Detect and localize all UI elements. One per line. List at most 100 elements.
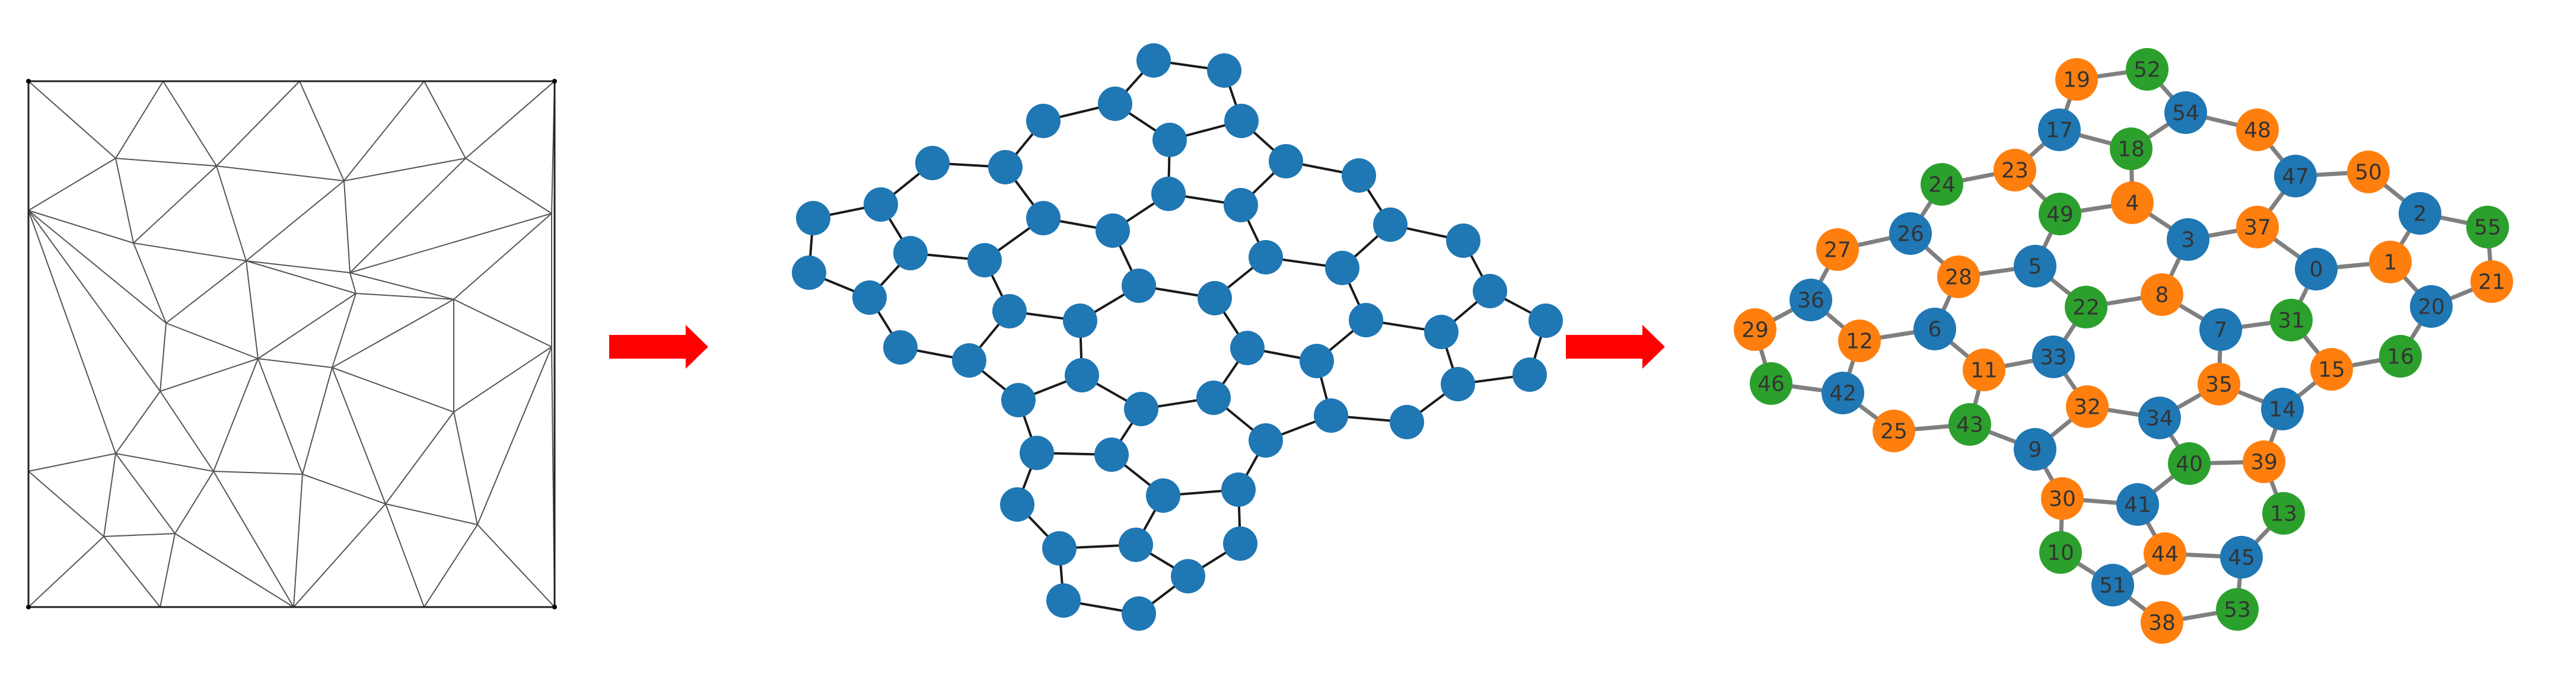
mesh-edge xyxy=(453,411,478,525)
mesh-edge xyxy=(302,474,386,504)
mesh-edge xyxy=(28,210,134,244)
node-circle xyxy=(1789,279,1832,321)
node-label: 5 xyxy=(2029,255,2042,279)
node-label: 46 xyxy=(1757,372,1785,397)
node-label: 20 xyxy=(2418,295,2445,320)
dual-graph-node xyxy=(1349,303,1383,337)
dual-graph-node xyxy=(1513,357,1547,392)
dual-graph-node xyxy=(1529,304,1563,338)
node-circle xyxy=(2141,601,2183,644)
node-circle xyxy=(1889,212,1932,255)
node-circle xyxy=(2470,260,2513,303)
graph-node-16: 16 xyxy=(2379,335,2422,378)
node-circle xyxy=(2243,440,2285,483)
right-arrow-icon xyxy=(1566,325,1665,369)
node-label: 34 xyxy=(2146,407,2173,431)
node-label: 33 xyxy=(2040,346,2067,370)
dual-graph-node xyxy=(1230,331,1265,365)
node-circle xyxy=(1913,308,1956,350)
dual-graph-node xyxy=(1146,478,1180,513)
graph-node-15: 15 xyxy=(2310,348,2353,391)
graph-node-45: 45 xyxy=(2220,536,2263,579)
mesh-edge xyxy=(216,81,300,167)
dual-graph-node xyxy=(1065,358,1099,392)
node-label: 35 xyxy=(2205,373,2233,397)
node-label: 40 xyxy=(2176,452,2203,477)
mesh-edge xyxy=(257,293,356,359)
graph-node-20: 20 xyxy=(2410,285,2453,328)
mesh-edge xyxy=(133,242,167,324)
node-label: 31 xyxy=(2278,309,2305,333)
dual-graph-node xyxy=(1424,315,1459,349)
node-circle xyxy=(2066,385,2109,428)
node-label: 24 xyxy=(1928,173,1956,197)
dual-graph-node xyxy=(1314,398,1348,433)
node-circle xyxy=(2216,588,2259,631)
graph-node-42: 42 xyxy=(1822,372,1864,414)
dual-graph-node xyxy=(1026,104,1061,138)
mesh-edge xyxy=(349,213,552,273)
dual-graph-node xyxy=(1269,144,1303,178)
graph-node-34: 34 xyxy=(2138,397,2181,439)
dual-graph-node xyxy=(1000,487,1034,522)
node-circle xyxy=(2055,58,2098,101)
graph-node-0: 0 xyxy=(2295,248,2338,290)
node-label: 49 xyxy=(2046,203,2074,227)
mesh-edge xyxy=(349,272,454,300)
mesh-corner-vertex xyxy=(26,79,31,84)
dual-graph-node xyxy=(992,294,1027,328)
node-circle xyxy=(2198,363,2240,405)
dual-graph-node xyxy=(1046,583,1081,618)
dual-graph-node xyxy=(1119,528,1153,562)
node-circle xyxy=(2168,442,2211,485)
dual-graph-node xyxy=(1390,405,1424,439)
node-circle xyxy=(1921,163,1963,206)
mesh-edge xyxy=(160,358,259,392)
node-label: 15 xyxy=(2318,358,2345,382)
dual-graph-node xyxy=(1249,240,1283,274)
node-circle xyxy=(1822,372,1864,414)
mesh-edge xyxy=(165,260,247,324)
mesh-edge xyxy=(343,81,425,181)
graph-node-13: 13 xyxy=(2262,492,2305,535)
node-label: 41 xyxy=(2124,493,2151,518)
mesh-edge xyxy=(103,453,116,537)
graph-node-32: 32 xyxy=(2066,385,2109,428)
node-label: 18 xyxy=(2118,138,2145,162)
mesh-edge xyxy=(28,536,104,608)
dual-graph-node xyxy=(1196,381,1231,415)
mesh-edge xyxy=(302,367,333,475)
dual-graph-node xyxy=(1221,472,1256,507)
node-label: 19 xyxy=(2063,68,2090,92)
graph-node-1: 1 xyxy=(2369,241,2412,283)
dual-graph-node xyxy=(1151,177,1186,211)
mesh-edge xyxy=(213,471,294,608)
dual-graph-node xyxy=(1224,104,1259,138)
graph-node-46: 46 xyxy=(1750,362,1792,405)
graph-node-4: 4 xyxy=(2111,181,2154,224)
dual-graph-node xyxy=(1223,526,1257,561)
mesh-edge xyxy=(453,346,552,413)
node-circle xyxy=(2295,248,2338,290)
graph-node-27: 27 xyxy=(1816,228,1859,271)
graph-node-7: 7 xyxy=(2199,308,2242,351)
node-circle xyxy=(2041,477,2084,520)
graph-node-28: 28 xyxy=(1937,256,1980,298)
graph-node-17: 17 xyxy=(2038,108,2081,151)
node-label: 8 xyxy=(2155,283,2169,308)
mesh-edge xyxy=(343,180,351,273)
node-label: 3 xyxy=(2182,228,2195,253)
graph-node-26: 26 xyxy=(1889,212,1932,255)
node-label: 54 xyxy=(2172,101,2199,126)
node-label: 30 xyxy=(2049,487,2076,512)
mesh-edge xyxy=(160,391,214,472)
node-label: 14 xyxy=(2269,398,2296,422)
mesh-edge xyxy=(115,453,176,534)
dual-graph-node xyxy=(1446,223,1480,258)
dual-graph-panel xyxy=(792,43,1563,631)
mesh-edge xyxy=(174,533,294,608)
mesh-edge xyxy=(465,158,552,214)
dual-graph-node xyxy=(796,201,830,235)
node-circle xyxy=(1994,149,2036,191)
mesh-edge xyxy=(216,165,247,261)
